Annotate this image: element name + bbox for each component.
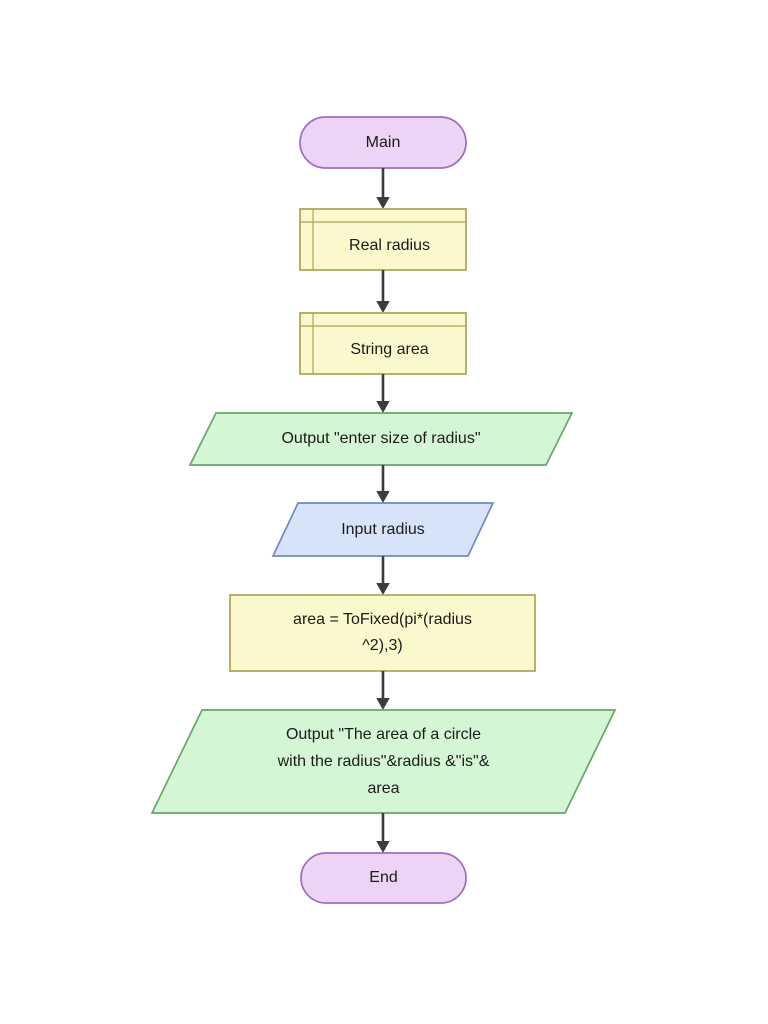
arrowhead-icon <box>376 698 390 710</box>
terminal-pill-shape <box>300 852 467 904</box>
declare-rect-shape <box>299 312 467 375</box>
arrowhead-icon <box>376 401 390 413</box>
node-declare-radius <box>299 208 467 271</box>
arrowhead-icon <box>376 841 390 853</box>
flow-arrow <box>376 813 390 853</box>
flow-arrow <box>376 374 390 413</box>
flow-arrow <box>376 168 390 209</box>
node-input-radius <box>271 502 495 557</box>
arrowhead-icon <box>376 583 390 595</box>
arrowhead-icon <box>376 491 390 503</box>
arrowhead-icon <box>376 197 390 209</box>
terminal-pill-shape <box>299 116 467 169</box>
process-rect-shape <box>229 594 536 672</box>
flow-arrow <box>376 270 390 313</box>
node-output-prompt <box>188 412 574 466</box>
input-parallelogram-shape <box>271 502 495 557</box>
declare-rect-shape <box>299 208 467 271</box>
arrowhead-icon <box>376 301 390 313</box>
flow-arrow <box>376 465 390 503</box>
node-assign-area <box>229 594 536 672</box>
node-terminal-end <box>300 852 467 904</box>
output-parallelogram-shape <box>150 709 617 814</box>
output-parallelogram-shape <box>188 412 574 466</box>
node-declare-area <box>299 312 467 375</box>
node-output-result <box>150 709 617 814</box>
flow-arrow <box>376 671 390 710</box>
flow-arrow <box>376 556 390 595</box>
node-terminal-main <box>299 116 467 169</box>
